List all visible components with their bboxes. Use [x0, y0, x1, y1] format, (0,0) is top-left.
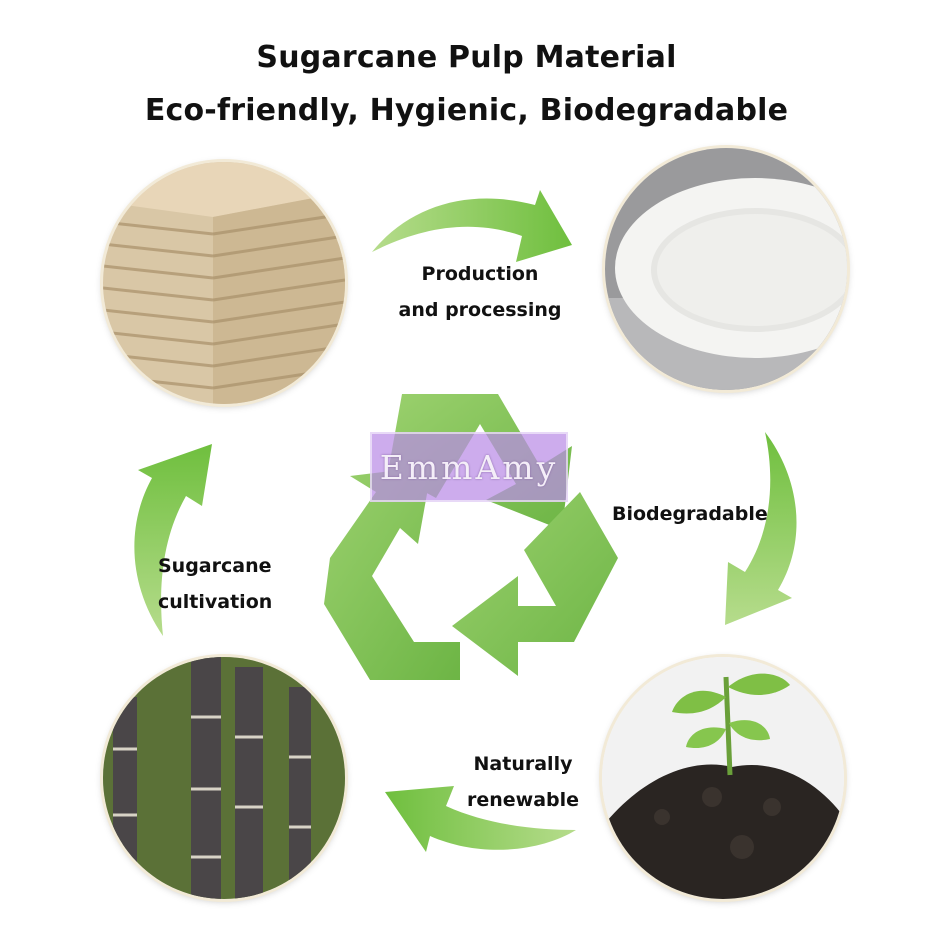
label-renewable: Naturally renewable — [466, 753, 580, 811]
plate-image — [605, 148, 847, 390]
sprout-soil-image — [602, 657, 844, 899]
label-biodegradable: Biodegradable — [612, 503, 768, 525]
recycle-icon — [324, 394, 618, 680]
sugarcane-image — [103, 657, 345, 899]
page-subtitle: Eco-friendly, Hygienic, Biodegradable — [144, 93, 789, 128]
arrow-production-icon — [372, 190, 572, 262]
label-production: Production and processing — [398, 263, 562, 321]
label-cultivation: Sugarcane cultivation — [158, 555, 273, 613]
watermark: EmmAmy — [370, 432, 568, 502]
page-title: Sugarcane Pulp Material — [256, 40, 677, 75]
pulp-layers-image — [103, 162, 345, 404]
